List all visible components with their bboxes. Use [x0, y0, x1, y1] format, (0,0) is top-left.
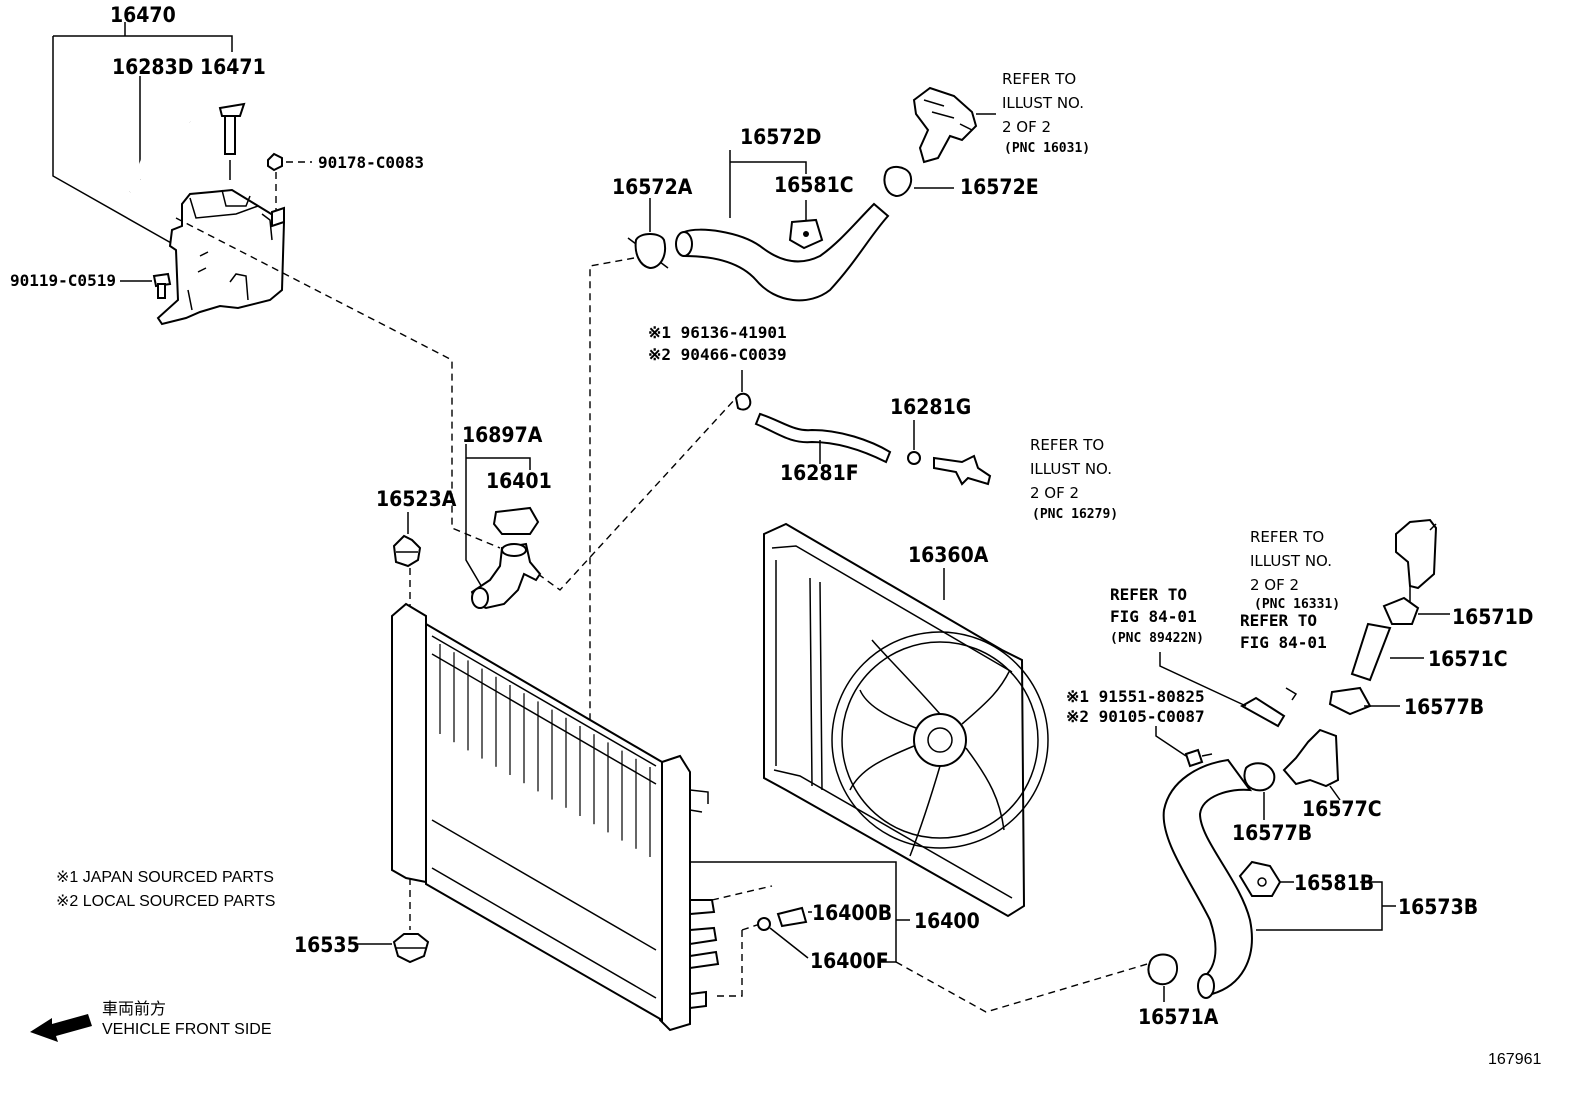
radiator-core [391, 602, 910, 1032]
ref2-line4: (PNC 16279) [1032, 507, 1118, 522]
vehicle-front-arrow-icon [30, 1014, 92, 1042]
label-90119-C0519: 90119-C0519 [10, 271, 116, 290]
sourcing-notes: ※1 JAPAN SOURCED PARTS ※2 LOCAL SOURCED … [56, 869, 1541, 1068]
ref4-line2: FIG 84-01 [1110, 607, 1197, 626]
ref5-line2: FIG 84-01 [1240, 633, 1327, 652]
lower-hose-group [1147, 518, 1450, 1002]
part-labels: 16470 16283D 16471 90178-C0083 90119-C05… [10, 3, 1533, 1029]
label-16523A: 16523A [376, 487, 457, 511]
radiator-supports [356, 512, 430, 964]
label-16577B-bottom: 16577B [1232, 821, 1312, 845]
label-16470: 16470 [110, 3, 176, 27]
label-16400: 16400 [914, 909, 980, 933]
ref1-line2: ILLUST NO. [1002, 94, 1084, 112]
note-local-sourced: ※2 LOCAL SOURCED PARTS [56, 893, 275, 910]
label-90466-C0039: ※2 90466-C0039 [648, 345, 787, 364]
label-16897A: 16897A [462, 423, 543, 447]
ref2-line3: 2 OF 2 [1030, 484, 1079, 502]
label-16281G: 16281G [890, 395, 971, 419]
ref1-line4: (PNC 16031) [1004, 141, 1090, 156]
label-16572D: 16572D [740, 125, 821, 149]
ref3-line3: 2 OF 2 [1250, 576, 1299, 594]
reference-notes: REFER TO ILLUST NO. 2 OF 2 (PNC 16031) R… [1002, 70, 1340, 652]
label-16571D: 16571D [1452, 605, 1533, 629]
label-16281F: 16281F [780, 461, 859, 485]
ref4-line3: (PNC 89422N) [1110, 631, 1204, 646]
label-16581C: 16581C [774, 173, 854, 197]
label-90178-C0083: 90178-C0083 [318, 153, 424, 172]
ref2-line2: ILLUST NO. [1030, 460, 1112, 478]
label-16571C: 16571C [1428, 647, 1508, 671]
ref3-line4: (PNC 16331) [1254, 597, 1340, 612]
label-16571A: 16571A [1138, 1005, 1219, 1029]
label-16400F: 16400F [810, 949, 889, 973]
label-90105-C0087: ※2 90105-C0087 [1066, 707, 1205, 726]
ref3-line2: ILLUST NO. [1250, 552, 1332, 570]
ref1-line1: REFER TO [1002, 70, 1076, 88]
vehicle-front-en: VEHICLE FRONT SIDE [102, 1021, 272, 1038]
ref5-line1: REFER TO [1240, 611, 1317, 630]
ref1-line3: 2 OF 2 [1002, 118, 1051, 136]
reservoir-tank-group [52, 22, 312, 326]
note-japan-sourced: ※1 JAPAN SOURCED PARTS [56, 869, 274, 886]
label-16283D: 16283D [112, 55, 193, 79]
label-16471: 16471 [200, 55, 266, 79]
label-16581B: 16581B [1294, 871, 1374, 895]
label-96136-41901: ※1 96136-41901 [648, 323, 787, 342]
fan-shroud-group [763, 522, 1049, 918]
label-16401: 16401 [486, 469, 552, 493]
filler-neck-group [465, 444, 542, 610]
label-16577C: 16577C [1302, 797, 1382, 821]
label-16400B: 16400B [812, 901, 892, 925]
radiator-fins [439, 644, 651, 857]
ref2-line1: REFER TO [1030, 436, 1104, 454]
label-16573B: 16573B [1398, 895, 1478, 919]
vehicle-front-jp: 車両前方 [102, 1000, 166, 1018]
upper-hose-group [627, 86, 996, 302]
ref3-line1: REFER TO [1250, 528, 1324, 546]
label-16535: 16535 [294, 933, 360, 957]
label-16572E: 16572E [960, 175, 1039, 199]
label-16360A: 16360A [908, 543, 989, 567]
label-16572A: 16572A [612, 175, 693, 199]
label-91551-80825: ※1 91551-80825 [1066, 687, 1205, 706]
ref4-line1: REFER TO [1110, 585, 1187, 604]
figure-id: 167961 [1488, 1051, 1541, 1068]
label-16577B-top: 16577B [1404, 695, 1484, 719]
bypass-hose-group [734, 370, 992, 486]
